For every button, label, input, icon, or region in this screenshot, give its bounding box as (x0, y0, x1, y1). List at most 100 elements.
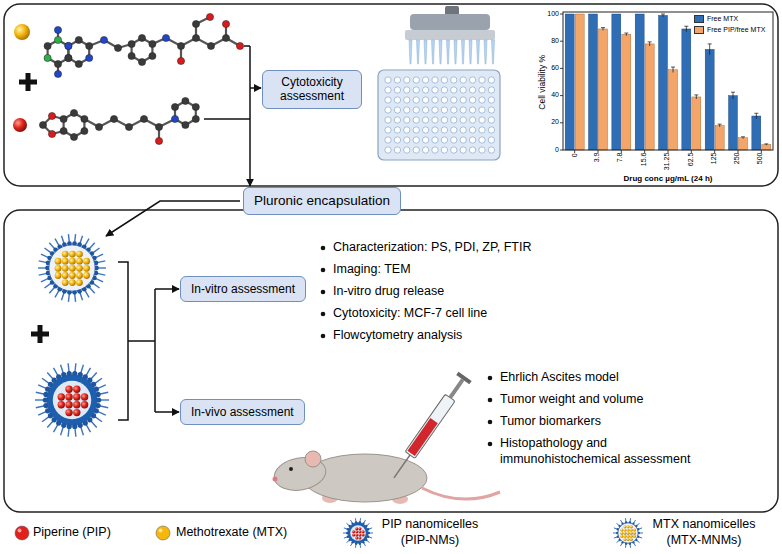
bar (612, 14, 621, 150)
plate-well (460, 87, 466, 93)
flow-arrow (250, 87, 261, 89)
bar (739, 138, 748, 150)
plate-well (413, 97, 419, 103)
plate-well (394, 137, 400, 143)
plate-well (404, 127, 410, 133)
panel-outline (4, 4, 778, 186)
plate-well (394, 107, 400, 113)
error-bar (671, 67, 675, 72)
plate-well (488, 147, 494, 153)
drug-ball (65, 393, 72, 400)
bar (659, 15, 668, 150)
plate-well (404, 87, 410, 93)
process-box: Pluronic encapsulation (243, 187, 401, 215)
drug-ball (55, 272, 62, 279)
atom (60, 115, 67, 122)
plate-well (469, 147, 475, 153)
drug-ball (62, 251, 69, 258)
syringe-plunger (449, 378, 465, 398)
piperine-ball (13, 118, 27, 132)
micelle-core (47, 375, 97, 425)
plate-well (469, 127, 475, 133)
error-bar (754, 113, 758, 118)
plate-well (460, 97, 466, 103)
pipette-tip (432, 40, 435, 64)
drug-ball (73, 393, 80, 400)
y-tick-label: 80 (551, 37, 559, 46)
atom (155, 137, 162, 144)
bar (635, 14, 644, 150)
plate-well (385, 107, 391, 113)
y-tick-label: 60 (551, 64, 559, 73)
drug-ball (358, 530, 361, 533)
plate-well (422, 147, 428, 153)
bullet-dot (488, 398, 493, 403)
plate-well (441, 87, 447, 93)
pipette-tip (454, 40, 457, 64)
atom (149, 40, 156, 47)
plate-well (432, 137, 438, 143)
atom (75, 36, 82, 43)
plate-well (413, 117, 419, 123)
drug-ball (627, 535, 630, 538)
plate-well (488, 137, 494, 143)
bullet-item: In-vitro drug release (333, 284, 444, 300)
plate-well (394, 147, 400, 153)
drug-ball (62, 265, 69, 272)
drug-ball (358, 533, 361, 536)
bullet-dot (488, 420, 493, 425)
plate-well (432, 117, 438, 123)
atom (39, 121, 46, 128)
plate-well (422, 127, 428, 133)
plate-well (432, 77, 438, 83)
atom (192, 34, 199, 41)
error-bar (708, 44, 712, 55)
error-bar (624, 33, 628, 36)
atom (128, 40, 135, 47)
plate-well (404, 97, 410, 103)
atom (86, 54, 93, 61)
error-bar (731, 92, 735, 99)
plate-well (385, 127, 391, 133)
atom (192, 20, 199, 27)
drug-ball (62, 279, 69, 286)
axis-tick (560, 41, 563, 42)
atom (222, 20, 229, 27)
bullet-dot (321, 268, 326, 273)
drug-ball (55, 265, 62, 272)
y-tick-label: 20 (551, 118, 559, 127)
drug-ball (624, 535, 627, 538)
plate-well (432, 147, 438, 153)
plate-well (460, 137, 466, 143)
error-bar (694, 95, 698, 99)
atom (81, 115, 88, 122)
atom (149, 52, 156, 59)
x-tick-label: 15.6 (640, 153, 649, 167)
plate-well (441, 97, 447, 103)
plate-well (404, 147, 410, 153)
atom (70, 109, 77, 116)
drug-ball (65, 409, 72, 416)
micelle-inner (53, 381, 91, 419)
atom (206, 13, 213, 20)
plate-well (413, 137, 419, 143)
bar (599, 29, 608, 150)
bar (705, 49, 714, 150)
pipette-manifold (405, 30, 495, 40)
plate-well (451, 97, 457, 103)
plate-well (469, 87, 475, 93)
plate-well (432, 107, 438, 113)
x-tick-label: 125 (710, 153, 719, 165)
plate-well (422, 137, 428, 143)
drug-ball (627, 525, 630, 528)
drug-ball (69, 279, 76, 286)
error-bar (718, 124, 722, 127)
pipette-body (410, 14, 490, 30)
atom (65, 42, 72, 49)
atom (60, 127, 67, 134)
plate-well (422, 87, 428, 93)
plate-well (404, 107, 410, 113)
legend-item: Free MTX (694, 15, 738, 24)
bullet-dot (321, 334, 326, 339)
plate-well (394, 77, 400, 83)
